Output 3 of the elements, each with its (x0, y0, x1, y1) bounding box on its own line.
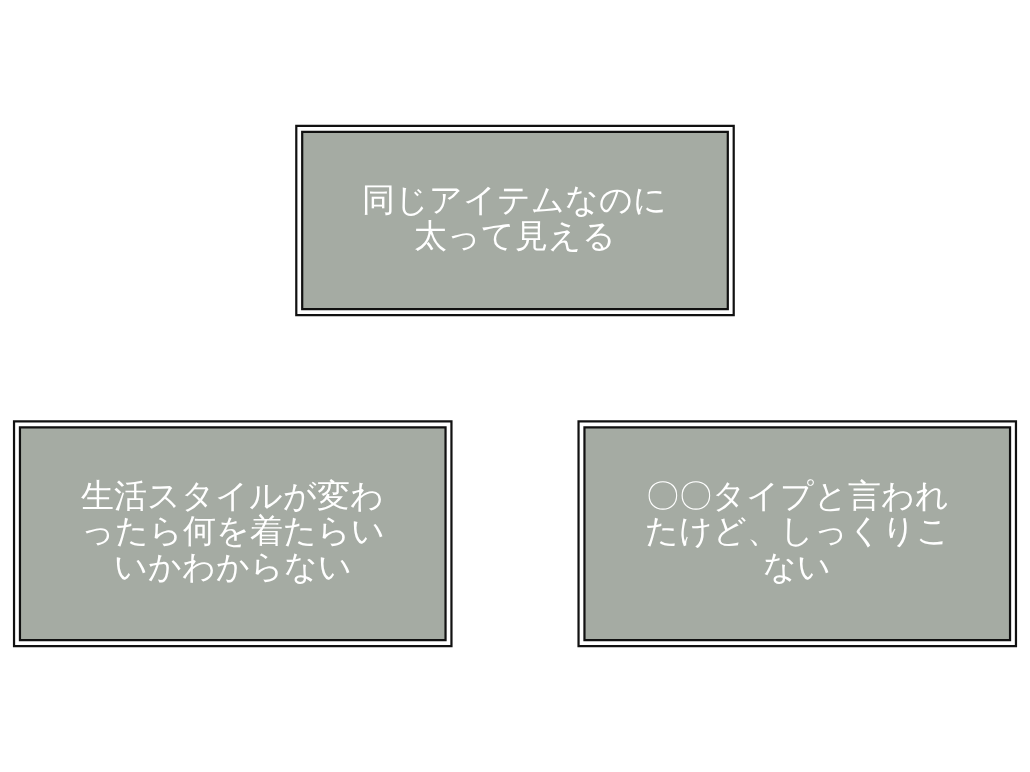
node-box: 同じアイテムなのに太って見える (295, 124, 735, 317)
node-box: 〇〇タイプと言われたけど、しっくりこない (577, 420, 1018, 648)
node-box: 生活スタイルが変わったら何を着たらいいかわからない (12, 420, 453, 648)
